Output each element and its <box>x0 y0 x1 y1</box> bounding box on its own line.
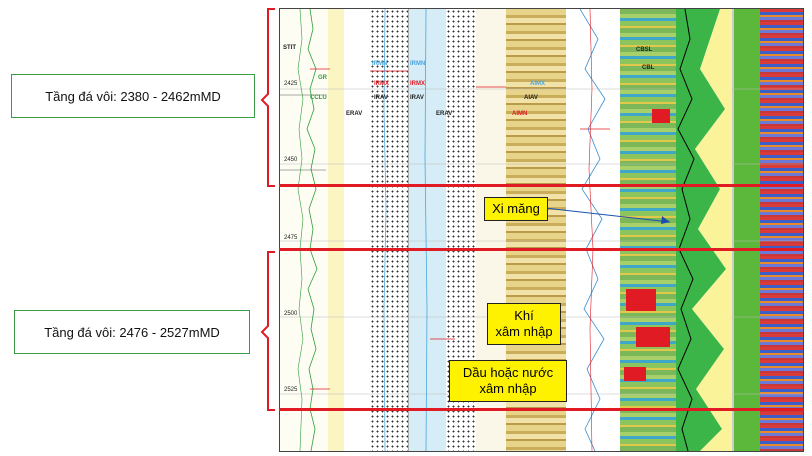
label-irav-1: IRAV <box>374 95 388 101</box>
cement-callout: Xi măng <box>484 197 548 221</box>
depth-2475: 2475 <box>284 235 298 241</box>
label-cbsl: CBSL <box>636 47 653 53</box>
depth-2425: 2425 <box>284 81 298 87</box>
cement-callout-text: Xi măng <box>492 201 540 216</box>
label-cbl: CBL <box>642 65 655 71</box>
label-irmn-1: IRMN <box>372 61 388 67</box>
gas-callout: Khí xâm nhập <box>487 303 561 345</box>
lower-zone-bottom-line <box>279 408 804 411</box>
zone-brackets <box>260 8 275 411</box>
lower-zone-top-line <box>279 248 804 251</box>
label-aimx: AIMX <box>530 81 545 87</box>
oil-water-callout: Dầu hoặc nước xâm nhập <box>449 360 567 402</box>
label-stit: STIT <box>283 45 296 51</box>
upper-zone-bracket <box>260 8 275 187</box>
resistivity-track <box>408 9 447 451</box>
blank-track <box>344 9 370 451</box>
log-panel: 2425 2450 2475 2500 2525 STIT GR CCLU IR… <box>279 8 804 452</box>
oil-callout-line2: xâm nhập <box>479 381 537 396</box>
label-erav-2: ERAV <box>436 111 453 117</box>
label-irmn-2: IRMN <box>410 61 426 67</box>
depth-2525: 2525 <box>284 387 298 393</box>
label-aiav: AIAV <box>524 95 538 101</box>
label-irmx-2: IRMX <box>410 81 425 87</box>
track-divider <box>732 9 734 451</box>
label-aimn: AIMN <box>512 111 528 117</box>
upper-zone-bottom-line <box>279 184 804 187</box>
aiav-track <box>566 9 620 451</box>
label-gr: GR <box>318 75 327 81</box>
depth-2500: 2500 <box>284 311 298 317</box>
upper-zone-label: Tầng đá vôi: 2380 - 2462mMD <box>11 74 255 118</box>
gr-fill-track <box>328 9 344 451</box>
depth-track <box>280 9 328 451</box>
dotted-track-1 <box>370 9 408 451</box>
log-curves <box>280 9 803 451</box>
label-erav-1: ERAV <box>346 111 363 117</box>
label-cclu: CCLU <box>310 95 327 101</box>
lower-zone-label: Tầng đá vôi: 2476 - 2527mMD <box>14 310 250 354</box>
gas-callout-line2: xâm nhập <box>495 324 553 339</box>
green-track <box>734 9 760 451</box>
depth-2450: 2450 <box>284 157 298 163</box>
oil-callout-line1: Dầu hoặc nước <box>462 365 554 380</box>
cement-arrow <box>544 207 671 224</box>
label-irmx-1: IRMX <box>374 81 389 87</box>
lower-zone-bracket <box>260 251 275 411</box>
gas-callout-line1: Khí <box>514 308 534 323</box>
radial-map-track <box>760 9 803 451</box>
label-irav-2: IRAV <box>410 95 424 101</box>
